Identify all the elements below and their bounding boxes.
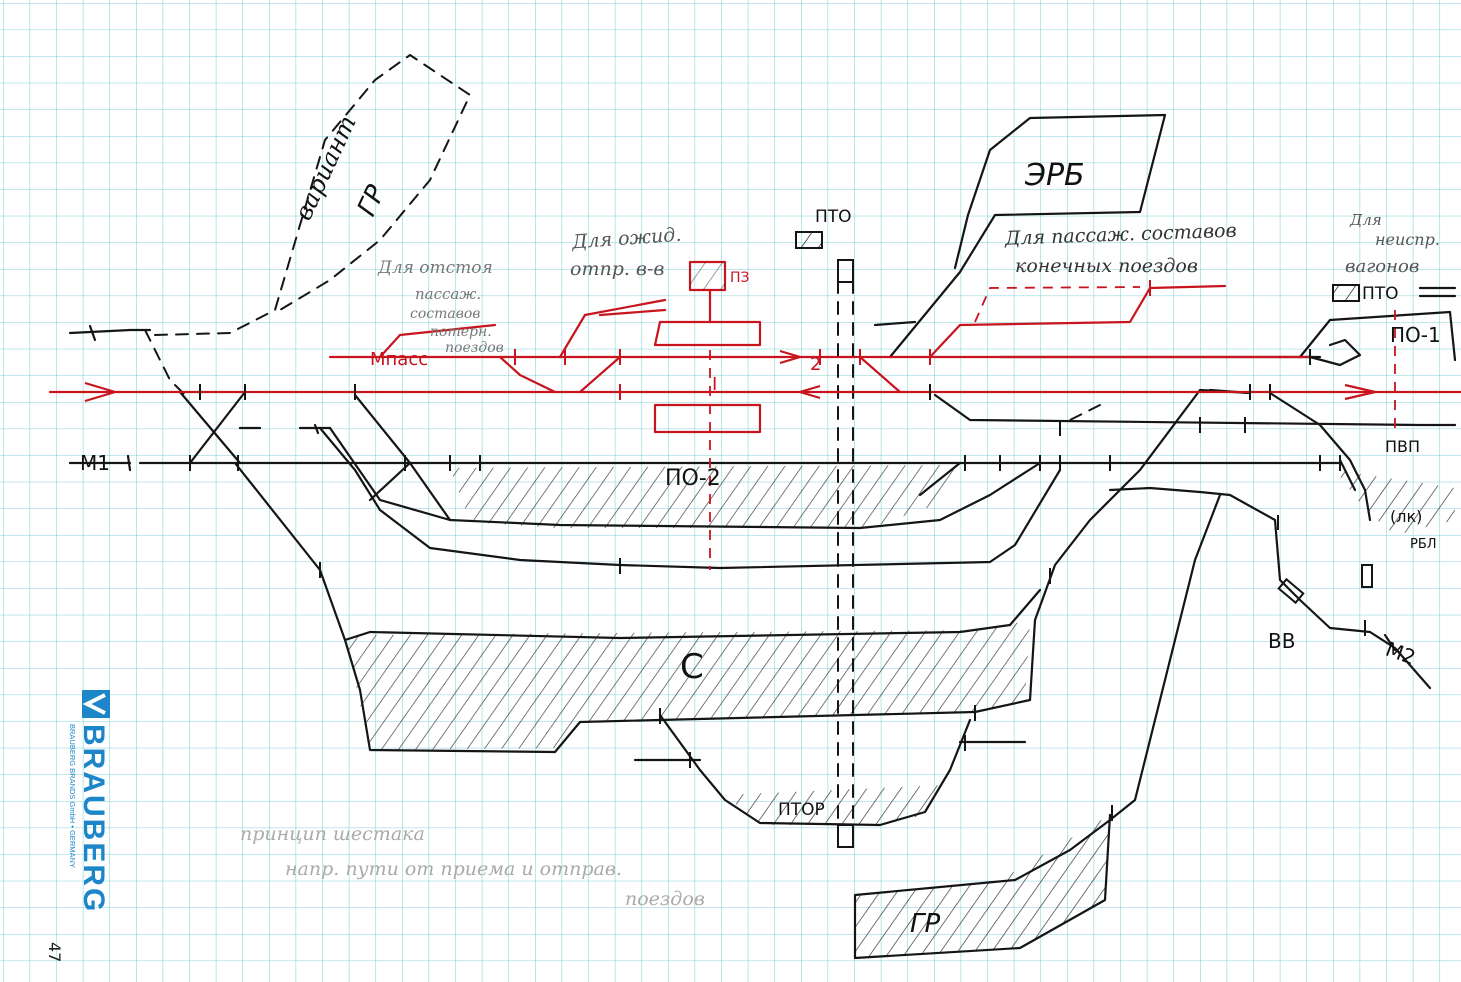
right-note-1: Для: [1349, 211, 1382, 229]
erb-label: ЭРБ: [1024, 158, 1085, 193]
m-pass-label: Мпасс: [370, 349, 428, 370]
hatched-areas: [345, 465, 1455, 958]
gr-hatch: [855, 815, 1110, 958]
right-note-3: вагонов: [1345, 256, 1419, 277]
pto-column-bottom: [837, 824, 854, 848]
pto-top-marker: [795, 231, 823, 249]
red-arrows: [84, 349, 1376, 403]
red-dashes: [709, 286, 1396, 570]
erb-note-2: конечных поездов: [1015, 255, 1198, 277]
c-park-label: С: [680, 647, 704, 687]
track1-label: I: [712, 374, 717, 395]
rbl-column: [1361, 564, 1373, 588]
po2-label: ПО-2: [665, 466, 721, 491]
left-note-4: потерн.: [430, 324, 492, 340]
bottom-note-3: поездов: [625, 888, 705, 910]
pvp-label: ПВП: [1385, 437, 1420, 456]
brand-name: BRAUBERG: [77, 724, 110, 913]
pto-top-label: ПТО: [815, 207, 852, 227]
pto-right-label: ПТО: [1362, 284, 1399, 304]
gr-bottom-label: ГР: [910, 909, 940, 939]
vv-label: ВВ: [1268, 629, 1295, 653]
right-note-2: неиспр.: [1375, 230, 1440, 249]
po1-label: ПО-1: [1390, 323, 1441, 347]
track-ticks: [189, 349, 1366, 821]
left-note-1: Для отстоя: [377, 258, 493, 278]
track2-label: 2: [810, 354, 821, 375]
bottom-note-2: напр. пути от приема и отправ.: [285, 858, 622, 880]
brand-subtitle: BRAUBERG BRANDS GmbH • GERMANY: [68, 724, 77, 868]
left-note-3: составов: [410, 306, 480, 322]
lk-label: (лк): [1390, 507, 1422, 526]
page-number: 47: [45, 942, 64, 962]
red-tracks: [48, 260, 1461, 434]
gr-variant-outline: [154, 53, 472, 336]
brauberg-logo: BRAUBERG BRAUBERG BRANDS GmbH • GERMANY: [68, 690, 110, 913]
m1-label: M1: [80, 451, 110, 475]
ptor-hatch: [725, 785, 945, 825]
bottom-note-1: принцип шестака: [240, 823, 425, 845]
rbl-hatch: [1335, 470, 1455, 535]
ptor-label: ПТОР: [778, 800, 825, 820]
left-note-5: поездов: [445, 340, 504, 356]
po2-hatch: [450, 465, 960, 528]
c-park-hatch: [345, 620, 1030, 750]
pz-label: ПЗ: [730, 270, 750, 286]
pto-right-marker: [1332, 284, 1360, 302]
handwritten-notes: Для пассаж. составов конечных поездов Дл…: [240, 211, 1440, 910]
pz-note-2: отпр. в-в: [570, 258, 664, 280]
vv-marker: [1277, 577, 1305, 605]
red-ticks: [514, 280, 1151, 400]
rbl-label: РБЛ: [1410, 537, 1437, 552]
page-number-wrap: 47: [45, 942, 64, 962]
pz-building: [690, 262, 725, 290]
left-note-2: пассаж.: [415, 285, 481, 303]
pto-column-top: [837, 259, 854, 283]
